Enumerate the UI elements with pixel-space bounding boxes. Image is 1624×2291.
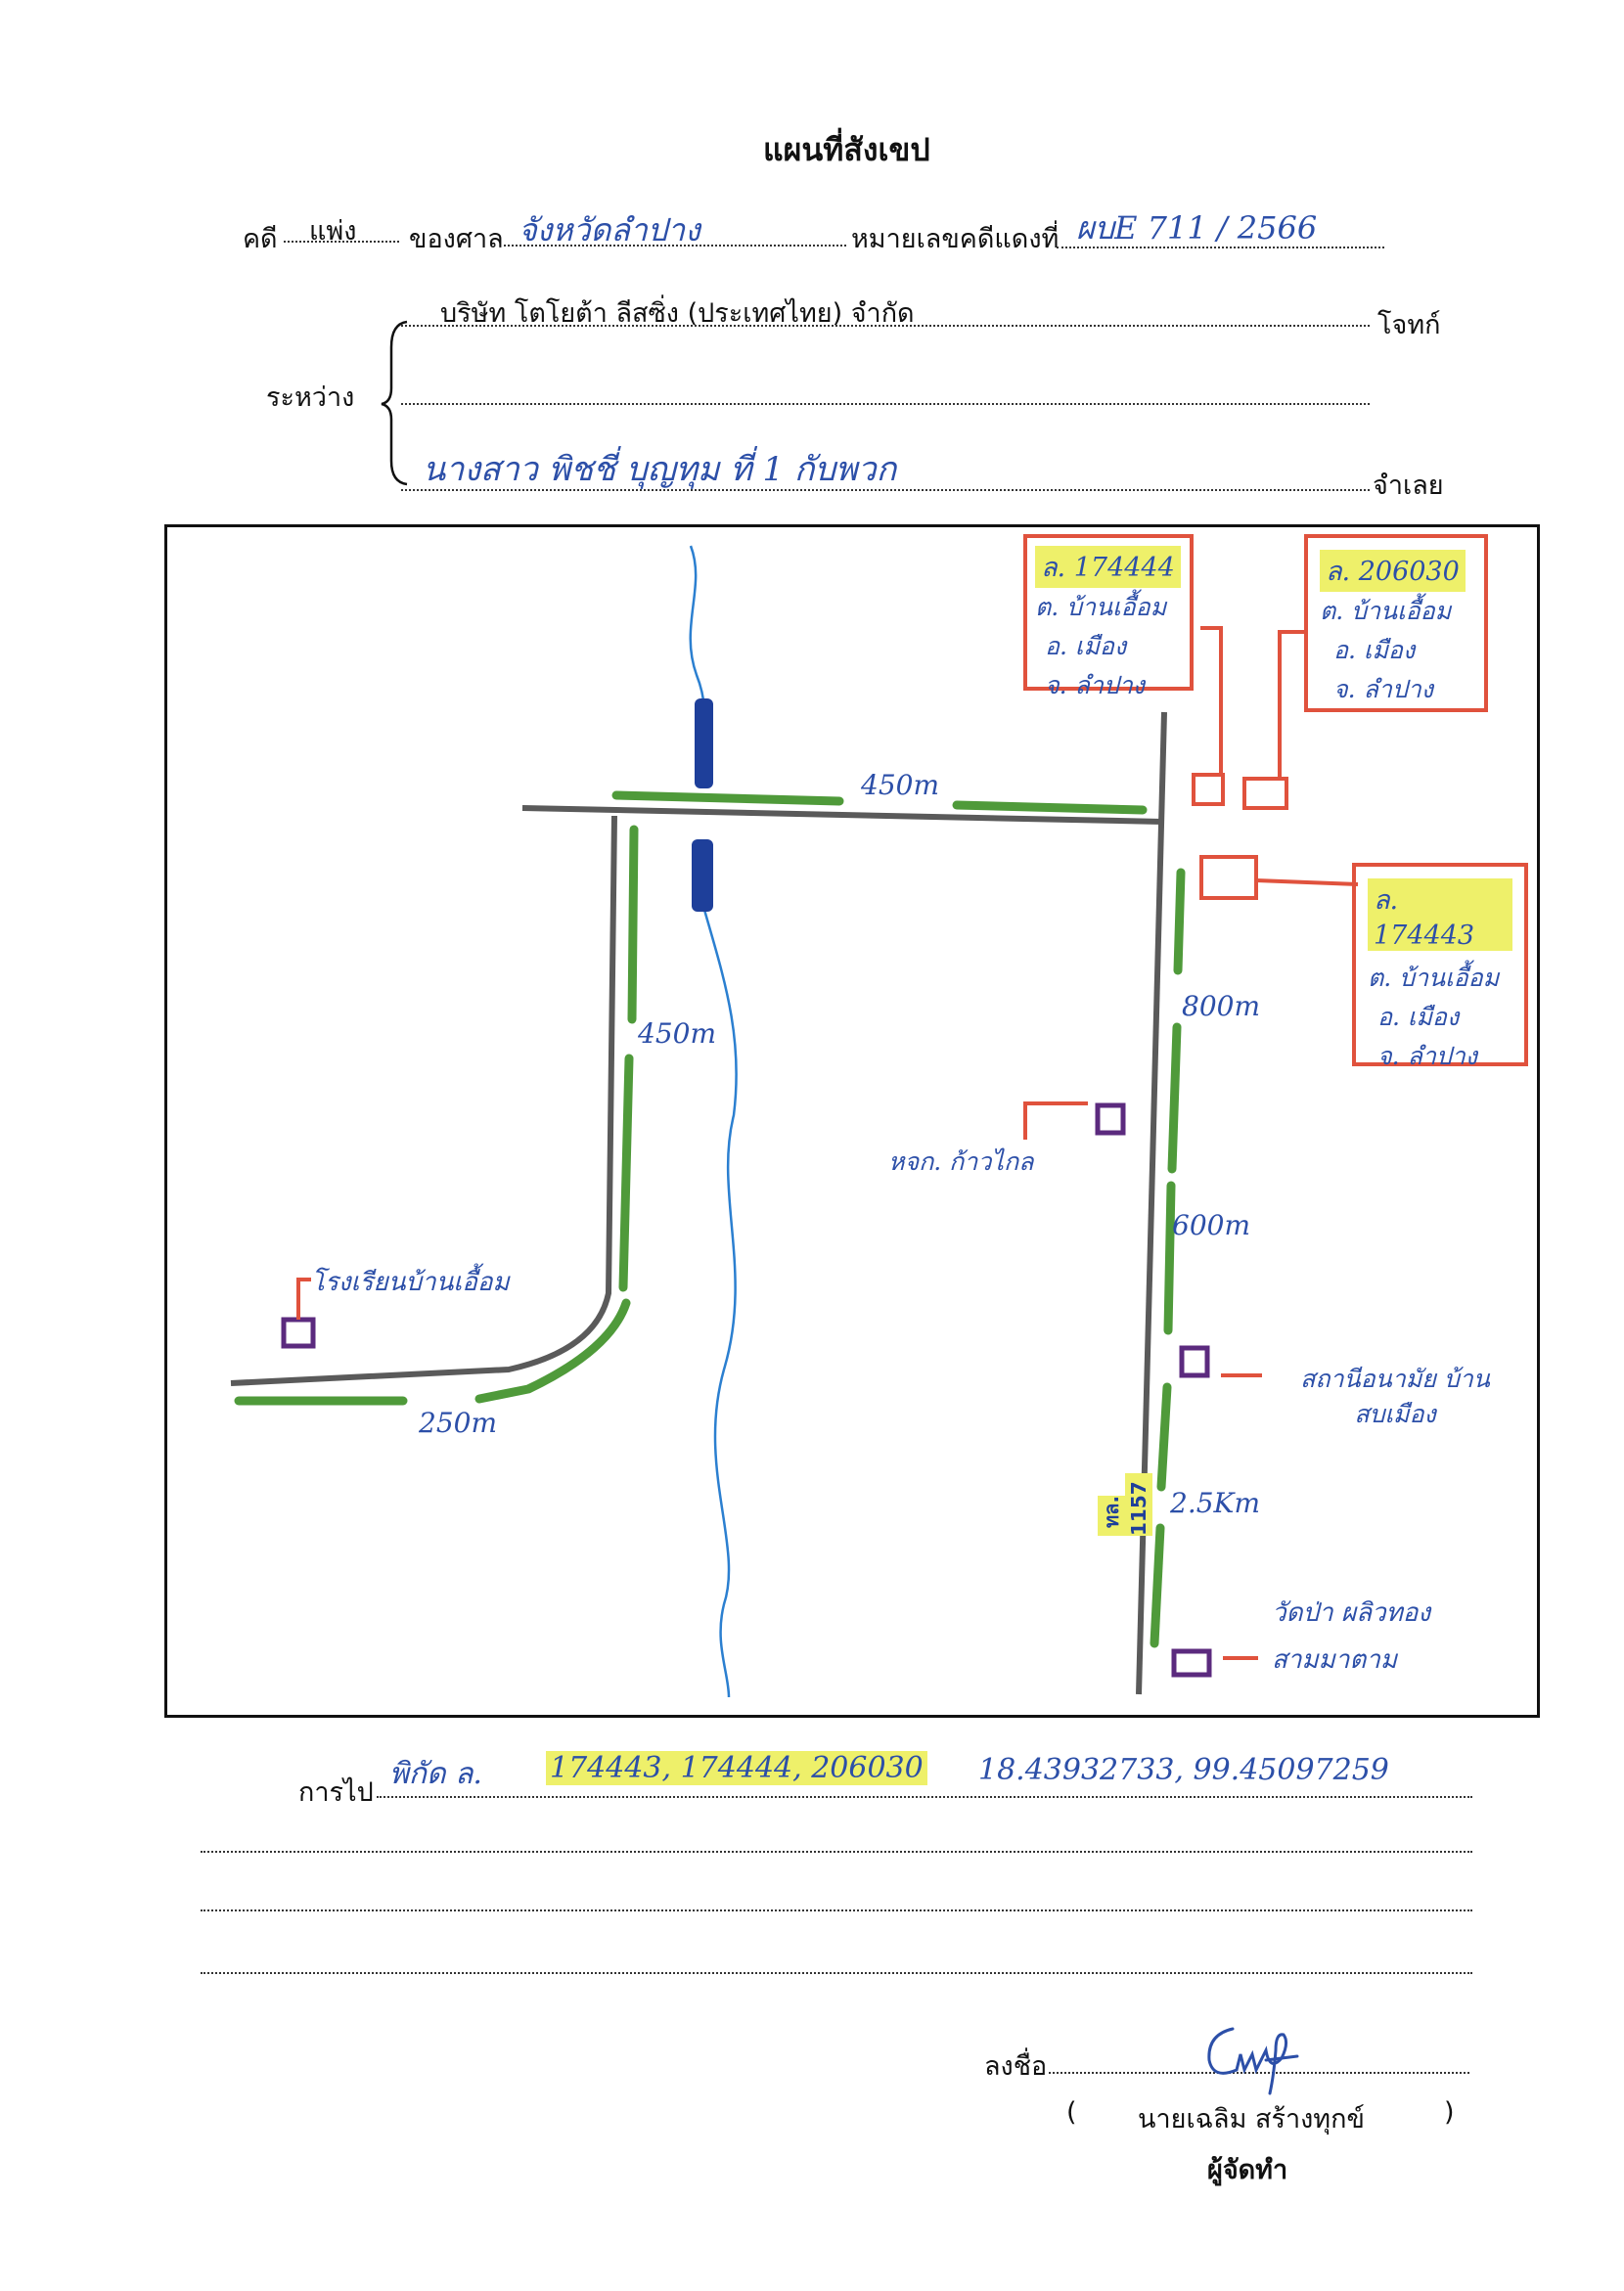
parcel-subdistrict: ต. บ้านเอื้อม <box>1368 964 1500 992</box>
green-right-1 <box>1173 868 1186 975</box>
red-case-line <box>1057 247 1384 248</box>
map-frame <box>164 524 1540 1718</box>
distance-right-2: 600m <box>1172 1209 1250 1241</box>
directions-line-4 <box>201 1972 1472 1974</box>
green-right-3 <box>1163 1181 1176 1335</box>
school-label: โรงเรียนบ้านเอื้อม <box>311 1268 510 1297</box>
directions-coords: 18.43932733, 99.45097259 <box>978 1753 1389 1787</box>
parcel-district: อ. เมือง <box>1377 1003 1460 1031</box>
directions-line-3 <box>201 1909 1472 1911</box>
signer-role: ผู้จัดทำ <box>1207 2155 1288 2185</box>
defendant-line <box>401 489 1370 491</box>
green-left-curve <box>474 1298 631 1404</box>
plaintiff-line <box>401 325 1370 327</box>
parcel-subdistrict: ต. บ้านเอื้อม <box>1320 597 1452 625</box>
directions-line-1 <box>377 1796 1472 1798</box>
green-right-4 <box>1156 1382 1172 1492</box>
parcel-box-174444: ล. 174444 ต. บ้านเอื้อม อ. เมือง จ. ลำปา… <box>1023 534 1194 699</box>
green-right-2 <box>1167 1022 1182 1174</box>
parcel-box-206030: ล. 206030 ต. บ้านเอื้อม อ. เมือง จ. ลำปา… <box>1304 534 1488 712</box>
distance-right-1: 800m <box>1182 990 1260 1022</box>
shop-label: หจก. ก้าวไกล <box>888 1147 1034 1176</box>
bridge-south <box>692 839 713 912</box>
signer-name: นายเฉลิม สร้างทุกข์ <box>1138 2104 1365 2134</box>
defendant-role: จำเลย <box>1373 471 1444 501</box>
parcel-square-3 <box>1199 855 1258 900</box>
parcel-province: จ. ลำปาง <box>1045 671 1146 699</box>
temple-square <box>1171 1648 1212 1678</box>
distance-right-3: 2.5Km <box>1170 1487 1260 1519</box>
shop-connector <box>1023 1101 1088 1140</box>
highway-label-wrap: ทล. 1157 <box>1096 1438 1152 1536</box>
directions-prefix: พิกัด ล. <box>389 1757 482 1791</box>
distance-bottom: 250m <box>419 1407 497 1439</box>
case-label: คดี <box>243 224 278 254</box>
signer-open-paren: ( <box>1066 2097 1077 2128</box>
between-label: ระหว่าง <box>266 382 355 413</box>
parcel-district: อ. เมือง <box>1045 632 1127 660</box>
court-name: จังหวัดลำปาง <box>519 211 700 248</box>
green-top-2 <box>952 800 1148 815</box>
red-case-number: ผบE 711 / 2566 <box>1076 209 1318 247</box>
green-top-1 <box>611 790 844 806</box>
parcel-province: จ. ลำปาง <box>1333 675 1434 703</box>
directions-codes: 174443, 174444, 206030 <box>546 1751 927 1785</box>
plaintiff-role: โจทก์ <box>1377 310 1441 340</box>
highway-label: ทล. 1157 <box>1098 1473 1152 1536</box>
school-square <box>281 1317 316 1349</box>
middle-line <box>401 403 1370 405</box>
case-type-line <box>284 241 399 243</box>
temple-label-2: สามมาตาม <box>1272 1645 1397 1675</box>
court-label: ของศาล <box>409 224 504 254</box>
health-square <box>1179 1345 1210 1378</box>
defendant-name: นางสาว พิชชี่ บุญทุม ที่ 1 กับพวก <box>423 450 897 489</box>
case-type: แพ่ง <box>309 216 357 247</box>
directions-codes-text: 174443, 174444, 206030 <box>546 1751 927 1785</box>
sign-label: ลงชื่อ <box>984 2051 1048 2082</box>
connector-3 <box>1255 878 1359 886</box>
sign-line <box>1049 2072 1469 2074</box>
temple-label-1: วัดป่า ผลิวทอง <box>1272 1598 1431 1628</box>
shop-square <box>1095 1102 1126 1136</box>
parcel-square-1 <box>1192 773 1225 806</box>
parcel-code: ล. 174444 <box>1035 546 1181 588</box>
connector-2 <box>1278 630 1304 779</box>
brace <box>381 320 408 486</box>
parcel-box-174443: ล. 174443 ต. บ้านเอื้อม อ. เมือง จ. ลำปา… <box>1352 863 1528 1070</box>
parcel-code: ล. 206030 <box>1320 550 1466 592</box>
health-label: สถานีอนามัย บ้าน สบเมือง <box>1300 1365 1490 1428</box>
green-left-1 <box>627 825 639 1024</box>
green-right-5 <box>1150 1523 1165 1648</box>
directions-line-2 <box>201 1851 1472 1853</box>
parcel-square-2 <box>1242 777 1288 810</box>
page-title: แผนที่สังเขป <box>763 131 930 168</box>
bridge-north <box>695 698 713 788</box>
parcel-code: ล. 174443 <box>1368 878 1512 951</box>
parcel-subdistrict: ต. บ้านเอื้อม <box>1035 593 1167 621</box>
parcel-province: จ. ลำปาง <box>1377 1042 1478 1070</box>
connector-1 <box>1200 626 1223 775</box>
red-case-label: หมายเลขคดีแดงที่ <box>851 224 1060 254</box>
court-name-line <box>504 245 846 247</box>
parcel-district: อ. เมือง <box>1333 636 1416 664</box>
road-left <box>230 815 617 1386</box>
road-top <box>521 805 1163 825</box>
signature-mark <box>1207 2027 1299 2095</box>
school-connector <box>296 1278 311 1320</box>
distance-top: 450m <box>861 769 939 801</box>
distance-left: 450m <box>638 1017 716 1050</box>
directions-label: การไป <box>298 1777 374 1808</box>
plaintiff-name: บริษัท โตโยต้า ลีสซิ่ง (ประเทศไทย) จำกัด <box>440 298 915 329</box>
signer-close-paren: ) <box>1444 2097 1455 2128</box>
green-left-2 <box>618 1054 634 1292</box>
